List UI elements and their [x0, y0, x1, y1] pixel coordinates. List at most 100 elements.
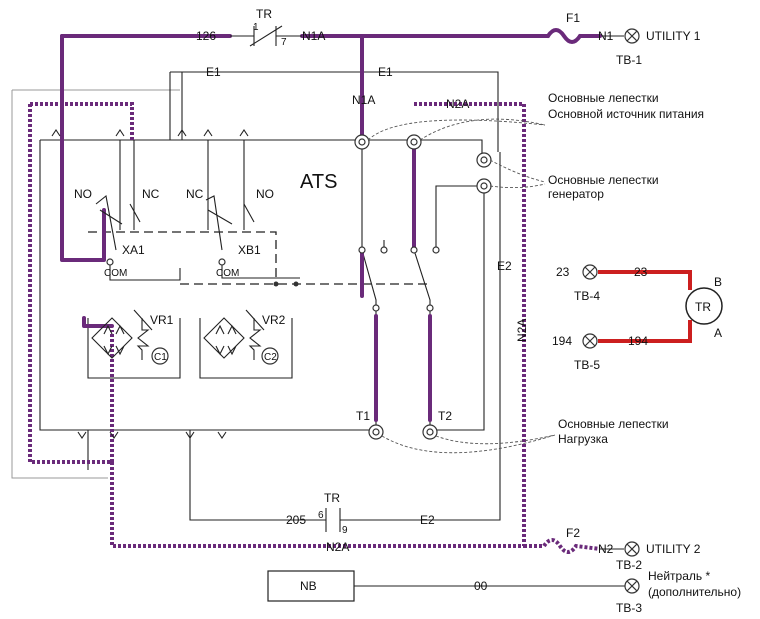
note-load-2: Нагрузка	[558, 432, 608, 446]
tr-bottom-pin6: 6	[318, 510, 324, 521]
e2-wire	[356, 152, 501, 521]
vr1-block	[87, 318, 181, 379]
ats-pole-1-purple	[360, 248, 378, 422]
neutral-optional-label: (дополнительно)	[648, 585, 741, 599]
tr-top-pin1: 1	[253, 22, 259, 33]
annotation-leaders	[367, 118, 556, 454]
tb1-label: TB-1	[616, 53, 642, 67]
bus-arrows	[51, 129, 249, 137]
vr2-label: VR2	[262, 313, 286, 327]
vr1-bridge	[91, 309, 153, 360]
wire-label-n1a-vert: N1A	[352, 93, 375, 107]
no-b-label: NO	[256, 187, 274, 201]
wire-label-n1a-top: N1A	[302, 29, 325, 43]
tr-bottom-pin9: 9	[342, 525, 348, 536]
c1-capacitor	[151, 347, 169, 365]
wire-126-path	[60, 34, 106, 262]
tr-coil-wiring	[598, 270, 723, 343]
ats-contact	[432, 246, 440, 254]
nc-b-label: NC	[186, 187, 204, 201]
wire-label-n2a-right: N2A	[515, 319, 529, 342]
terminal-leads	[600, 35, 624, 550]
linkage-upper	[88, 231, 277, 282]
c1-label: C1	[154, 352, 167, 363]
utility-wiring	[28, 28, 602, 554]
note-main-supply-1: Основные лепестки	[548, 91, 659, 105]
no-a-label: NO	[74, 187, 92, 201]
tb4-label: TB-4	[574, 289, 600, 303]
wire-194	[598, 320, 692, 343]
wire-label-e1-left: E1	[206, 65, 221, 79]
tr-bottom-contact	[310, 508, 356, 532]
lower-bus	[87, 430, 310, 521]
ats-label: ATS	[300, 171, 337, 193]
ats-main-terminal-n2a	[410, 138, 418, 146]
wire-23	[598, 270, 692, 290]
e1-wire	[169, 71, 499, 152]
tb2-label: TB-2	[616, 558, 642, 572]
outer-enclosure-line	[11, 89, 180, 479]
wire-label-n2a-bottom: N2A	[326, 540, 349, 554]
control-wiring	[11, 35, 628, 587]
wire-label-205: 205	[286, 513, 306, 527]
tb3-terminal	[624, 578, 640, 594]
ats-load-terminal-t2	[426, 428, 434, 436]
ats-contact	[372, 304, 380, 312]
fuse-f1-label: F1	[566, 11, 580, 25]
wire-n2a-left-dotted	[28, 104, 114, 464]
ats-pole-2	[413, 142, 431, 430]
xb1-relay	[205, 195, 255, 251]
wire-label-n2a-top: N2A	[446, 97, 469, 111]
coil-a-label: A	[714, 326, 722, 340]
fuse-f2	[524, 538, 601, 554]
wire-label-23-right: 23	[634, 265, 648, 279]
xa1-contacts	[119, 140, 135, 230]
fuse-f1	[546, 28, 582, 44]
t1-label: T1	[356, 409, 370, 423]
com-b-wire	[221, 262, 300, 279]
gen-terminal-link	[435, 185, 484, 250]
tr-coil	[685, 287, 723, 325]
xa1-relay	[95, 194, 141, 251]
com-a-label: COM	[104, 268, 127, 279]
com-a-contact	[106, 258, 114, 266]
mechanical-linkage	[88, 231, 430, 287]
ats-load-terminal-t1	[372, 428, 380, 436]
tr-top-pin7: 7	[281, 37, 287, 48]
wire-label-23-left: 23	[556, 265, 570, 279]
com-b-label: COM	[216, 268, 239, 279]
utility1-label: UTILITY 1	[646, 29, 701, 43]
leader-load	[381, 434, 556, 454]
fuse-f2-label: F2	[566, 526, 580, 540]
linkage-node	[273, 281, 279, 287]
tb1-terminal	[624, 28, 640, 44]
lower-arrows	[77, 431, 227, 439]
labels: 126 N1A N1A E1 E1 N2A N2A N2A E2 E2 205 …	[74, 7, 741, 615]
note-load-1: Основные лепестки	[558, 417, 669, 431]
c2-capacitor	[261, 347, 279, 365]
wire-label-e2-right: E2	[497, 259, 512, 273]
note-main-supply-2: Основной источник питания	[548, 107, 704, 121]
tb5-label: TB-5	[574, 358, 600, 372]
wire-label-00: 00	[474, 579, 488, 593]
tb3-label: TB-3	[616, 601, 642, 615]
ats-bus-top	[40, 139, 483, 158]
vr2-block	[199, 318, 293, 379]
wire-label-126: 126	[196, 29, 216, 43]
ats-gen-terminal	[480, 156, 488, 164]
c2-label: C2	[264, 352, 277, 363]
wire-label-n1: N1	[598, 29, 614, 43]
ats-gen-terminal	[480, 182, 488, 190]
wire-label-194-right: 194	[628, 334, 648, 348]
note-generator-1: Основные лепестки	[548, 173, 659, 187]
wire-label-e2-bottom: E2	[420, 513, 435, 527]
leader-main-supply	[367, 118, 546, 141]
t2-label: T2	[438, 409, 452, 423]
linkage-node	[293, 281, 299, 287]
vr2-bridge	[203, 309, 265, 360]
nc-a-label: NC	[142, 187, 160, 201]
symbols	[51, 25, 356, 602]
xb1-contacts	[207, 140, 245, 230]
ats-contact	[426, 304, 434, 312]
